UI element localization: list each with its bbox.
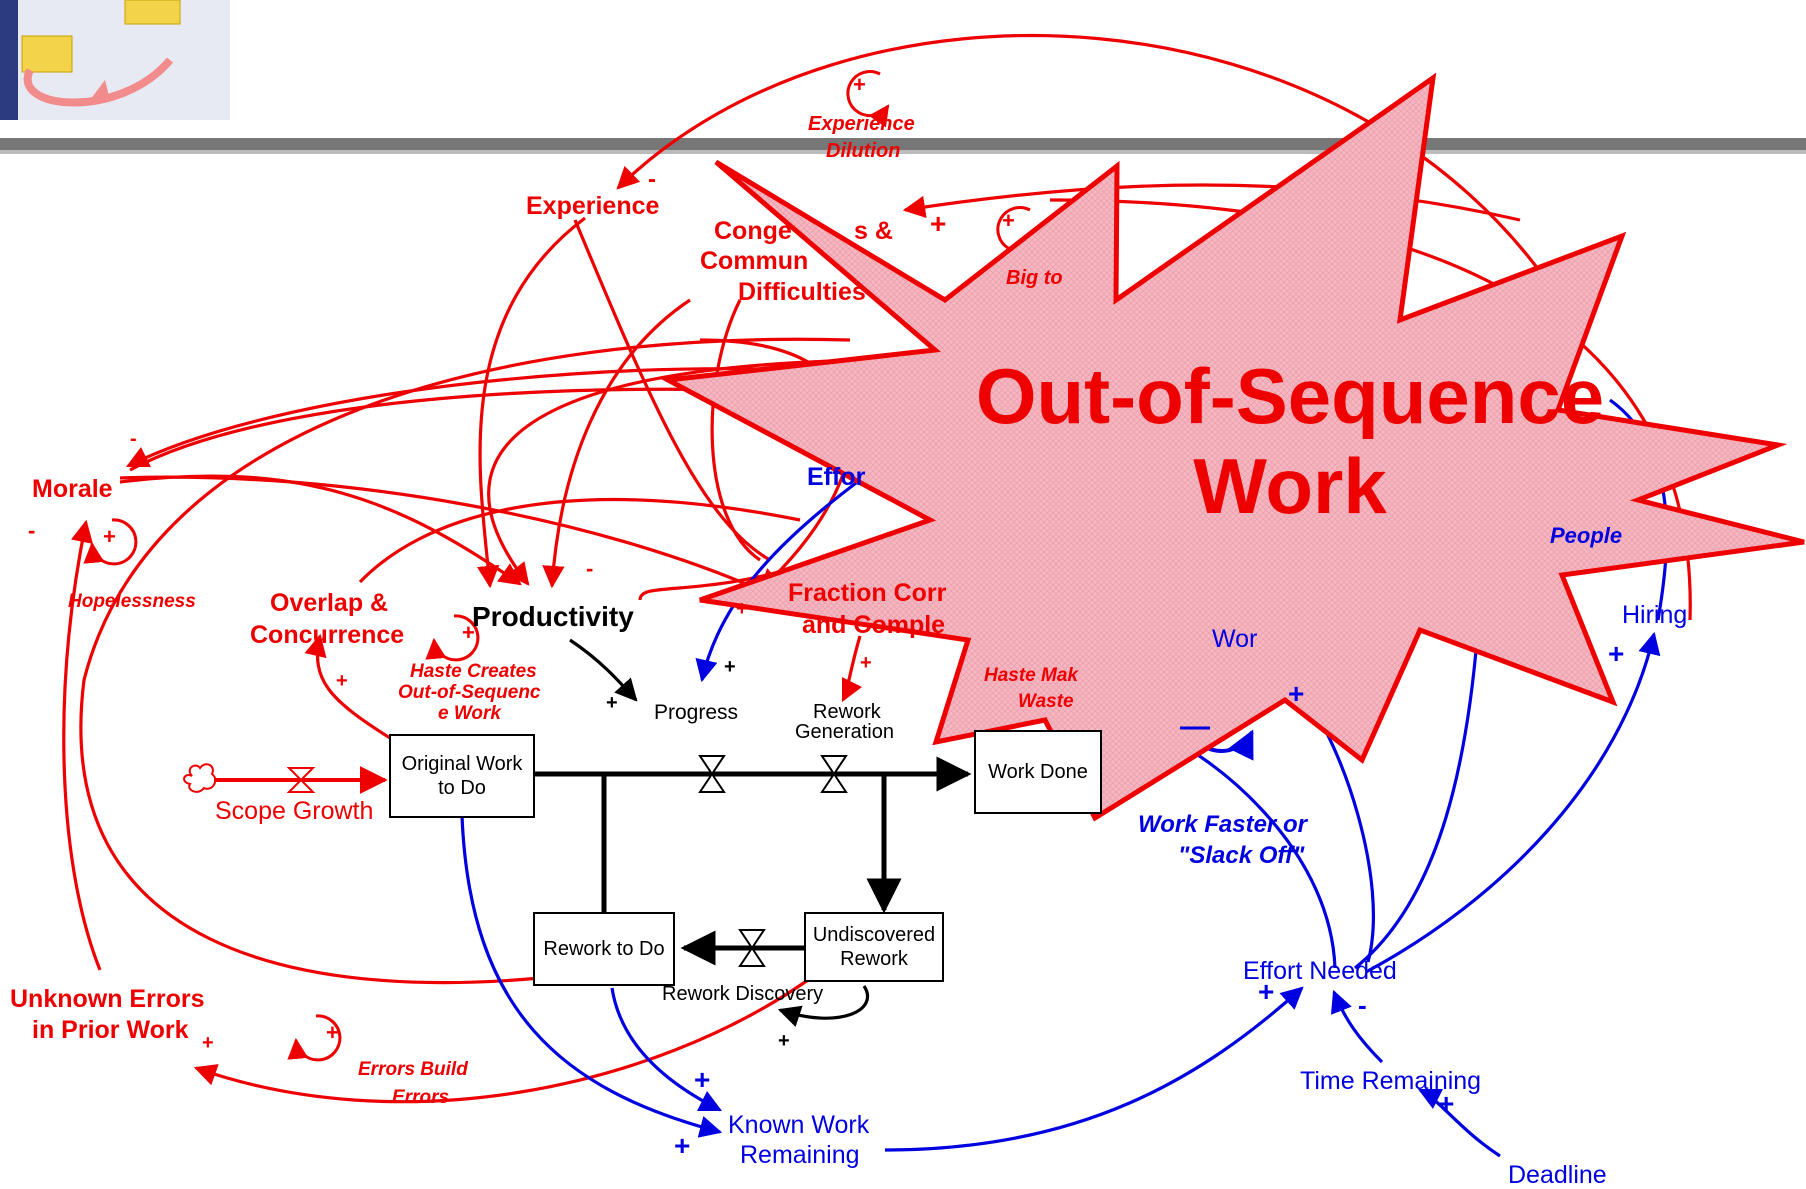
- overlap-label-1: Overlap &: [270, 589, 389, 617]
- productivity-label: Productivity: [472, 601, 634, 632]
- polarity-productivity-a: -: [586, 556, 594, 581]
- loop-sign-too-big: +: [1002, 208, 1015, 233]
- scope-growth-label: Scope Growth: [215, 797, 374, 825]
- polarity-effort-needed: +: [1258, 976, 1275, 1007]
- haste-makes-waste-loop-label-1: Haste Mak: [984, 665, 1078, 686]
- original-work-stock[interactable]: Original Work to Do: [389, 734, 535, 818]
- deadline-label: Deadline: [1508, 1161, 1607, 1189]
- callout-line-2: Work: [1193, 441, 1387, 530]
- errors-build-loop-label-1: Errors Build: [358, 1059, 468, 1080]
- haste-creates-loop-label-3: e Work: [438, 703, 502, 724]
- rework-generation-label-2: Generation: [795, 721, 894, 743]
- polarity-known-work-a: +: [694, 1064, 711, 1095]
- black-links: [569, 638, 870, 1027]
- congestion-label-1: Conge: [714, 217, 792, 245]
- work-faster-loop-label-1: Work Faster or: [1138, 811, 1307, 838]
- polarity-rework-gen: +: [860, 652, 872, 674]
- polarity-productivity-b: +: [736, 598, 748, 620]
- loop-sign-hopelessness: +: [103, 524, 116, 549]
- rework-to-do-stock[interactable]: Rework to Do: [533, 912, 675, 986]
- congestion-label-2: Commun: [700, 247, 809, 275]
- morale-label: Morale: [32, 475, 113, 503]
- too-big-loop-label-partial: Big to: [1006, 267, 1063, 289]
- rework-generation-label-1: Rework: [813, 701, 881, 723]
- effort-label-partial: Effor: [807, 463, 866, 491]
- loop-sign-experience-dilution: +: [853, 72, 866, 97]
- polarity-congestion: +: [930, 208, 947, 239]
- scope-growth-flow: [183, 763, 388, 794]
- errors-build-loop-label-2: Errors: [392, 1087, 450, 1108]
- svg-text:-: -: [96, 82, 106, 115]
- haste-creates-loop-label-2: Out-of-Sequenc: [398, 682, 541, 703]
- hiring-label: Hiring: [1622, 601, 1688, 629]
- work-label-partial: Wor: [1212, 625, 1258, 653]
- undiscovered-rework-stock[interactable]: Undiscovered Rework: [804, 912, 944, 982]
- feedback-loop-logo: -: [0, 0, 230, 120]
- polarity-rework-discovery: +: [778, 1030, 790, 1052]
- rework-discovery-label: Rework Discovery: [662, 983, 824, 1005]
- haste-makes-waste-loop-label-2: Waste: [1018, 691, 1074, 712]
- hopelessness-loop-label: Hopelessness: [68, 591, 196, 612]
- out-of-sequence-callout: Out-of-Sequence Work: [930, 352, 1650, 531]
- unknown-errors-label-1: Unknown Errors: [10, 985, 205, 1013]
- stock-flow-pipes: [532, 756, 972, 966]
- polarity-experience: -: [648, 166, 656, 193]
- time-remaining-label: Time Remaining: [1300, 1067, 1482, 1095]
- callout-line-1: Out-of-Sequence: [975, 352, 1605, 440]
- polarity-time-remaining: -: [1358, 990, 1367, 1020]
- loop-sign-haste-creates: +: [462, 620, 475, 645]
- experience-label: Experience: [526, 192, 660, 220]
- loop-sign-errors-build: +: [326, 1020, 339, 1045]
- haste-creates-loop-label-1: Haste Creates: [410, 661, 537, 682]
- overlap-label-2: Concurrence: [250, 621, 405, 649]
- polarity-work: +: [1288, 678, 1305, 709]
- red-links: [62, 34, 1692, 1104]
- flow-valves: [698, 755, 848, 967]
- work-faster-loop-label-2: "Slack Off": [1178, 842, 1305, 869]
- known-work-label-2: Remaining: [740, 1141, 860, 1169]
- experience-dilution-loop-label-1: Experience: [808, 113, 915, 135]
- experience-dilution-loop-label-2: Dilution: [826, 140, 901, 162]
- work-done-stock[interactable]: Work Done: [974, 730, 1102, 814]
- effort-needed-label: Effort Needed: [1243, 957, 1397, 985]
- congestion-label-1b: s &: [854, 217, 893, 245]
- polarity-progress: +: [606, 692, 618, 714]
- progress-label: Progress: [654, 701, 739, 724]
- polarity-unknown-errors: +: [202, 1032, 214, 1054]
- polarity-overlap: +: [336, 670, 348, 692]
- header-band: [0, 138, 1806, 154]
- polarity-deadline: +: [1438, 1088, 1455, 1119]
- people-label-partial: People: [1550, 523, 1623, 548]
- loop-sign-work-faster: —: [1180, 710, 1210, 743]
- unknown-errors-label-2: in Prior Work: [32, 1016, 189, 1044]
- fraction-correct-label-1: Fraction Corr: [788, 579, 947, 607]
- polarity-progress-blue: +: [724, 656, 736, 678]
- fraction-correct-label-2: and Comple: [802, 611, 946, 639]
- polarity-known-work-b: +: [674, 1130, 691, 1161]
- congestion-label-3: Difficulties: [738, 278, 866, 306]
- out-of-sequence-burst: [659, 72, 1805, 822]
- polarity-hiring: +: [1608, 638, 1625, 669]
- polarity-morale-in: -: [130, 428, 137, 450]
- polarity-morale-out: -: [28, 518, 36, 543]
- known-work-label-1: Known Work: [728, 1111, 870, 1139]
